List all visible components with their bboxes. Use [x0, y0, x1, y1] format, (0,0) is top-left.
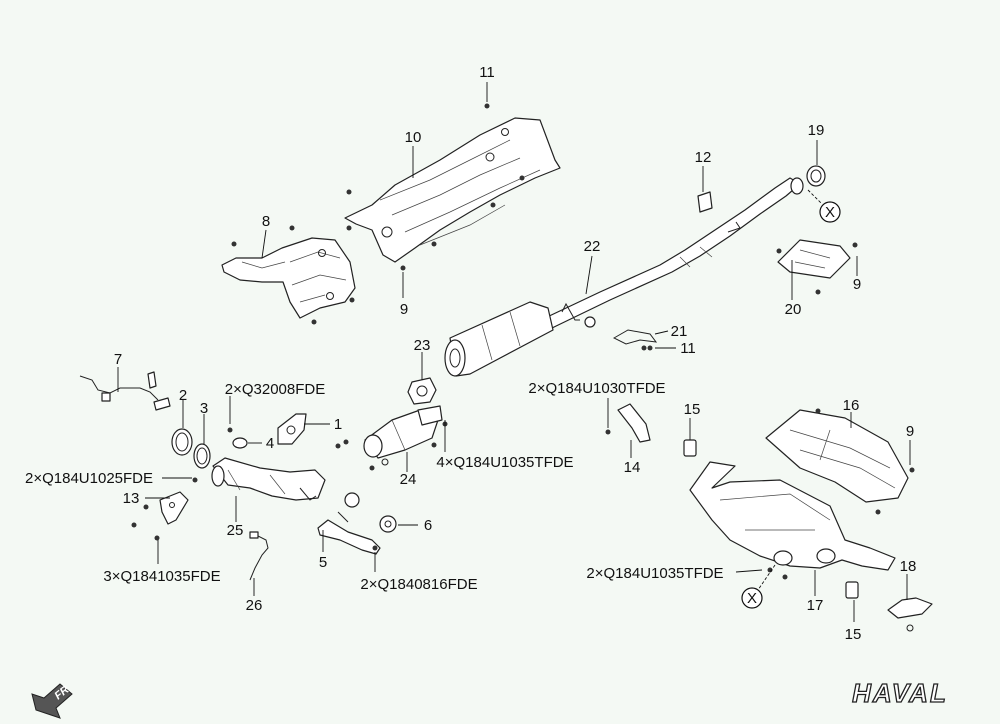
callout-11-right: 11 [680, 340, 696, 357]
bracket-21 [612, 329, 658, 345]
gasket-23 [407, 377, 437, 405]
gasket-3 [193, 443, 211, 469]
callout-16: 16 [843, 397, 860, 414]
gasket-19 [806, 165, 826, 187]
callout-13: 13 [123, 490, 140, 507]
fastener-codes: 2×Q32008FDE 2×Q184U1030TFDE 4×Q184U1035T… [25, 380, 724, 593]
bracket-18 [887, 597, 933, 632]
code-q184u1035tfde-rear: 2×Q184U1035TFDE [586, 565, 723, 582]
bracket-14 [617, 403, 651, 443]
connector-x-top: X [807, 189, 841, 223]
callout-12: 12 [695, 149, 712, 166]
front-pipe [211, 457, 326, 501]
bracket-13 [159, 491, 189, 525]
code-q184u1035tfde-center: 4×Q184U1035TFDE [436, 454, 573, 471]
callout-9-left: 9 [400, 301, 408, 318]
oxygen-sensor-7 [79, 371, 171, 411]
callout-labels: 11 10 8 9 19 12 22 9 20 21 11 23 7 2 3 1… [114, 64, 917, 643]
heat-shield-20 [777, 239, 851, 279]
callout-7: 7 [114, 351, 122, 368]
insulator-15-lower [845, 581, 859, 599]
connector-x-bottom: X [741, 564, 776, 609]
insulator-15-upper [683, 439, 697, 457]
callout-9-right: 9 [853, 276, 861, 293]
code-q32008fde: 2×Q32008FDE [225, 381, 325, 398]
hanger-bracket-5 [317, 511, 381, 555]
callout-8: 8 [262, 213, 270, 230]
callout-9-rear: 9 [906, 423, 914, 440]
callout-2: 2 [179, 387, 187, 404]
heat-shield-16 [765, 409, 909, 503]
code-q184u1025fde: 2×Q184U1025FDE [25, 470, 153, 487]
code-q1841035fde: 3×Q1841035FDE [103, 568, 220, 585]
rear-muffler [689, 461, 896, 571]
callout-5: 5 [319, 554, 327, 571]
brand-logo-text: HAVAL [852, 678, 948, 708]
insulator-6 [379, 515, 397, 533]
callout-14: 14 [624, 459, 641, 476]
callout-15-top: 15 [684, 401, 701, 418]
heat-shield-upper [344, 117, 561, 263]
oxygen-sensor-26 [249, 531, 269, 581]
main-exhaust-pipe [444, 177, 804, 377]
code-q184u1030tfde: 2×Q184U1030TFDE [528, 380, 665, 397]
fasteners [131, 103, 915, 580]
code-q1840816fde: 2×Q1840816FDE [360, 576, 477, 593]
callout-11-top: 11 [479, 64, 495, 81]
heat-shield-left [221, 237, 356, 319]
callout-20: 20 [785, 301, 802, 318]
bracket-1 [277, 413, 307, 445]
front-direction-arrow-icon: FR [31, 683, 73, 719]
gasket-4 [232, 437, 248, 449]
callout-6: 6 [424, 517, 432, 534]
callout-25: 25 [227, 522, 244, 539]
rubber-hanger-center [344, 492, 360, 508]
connector-x-top-label: X [825, 204, 835, 221]
callout-15-bottom: 15 [845, 626, 862, 643]
catalytic-converter [363, 405, 443, 466]
rubber-hanger-12 [697, 191, 713, 213]
callout-17: 17 [807, 597, 824, 614]
callout-19: 19 [808, 122, 825, 139]
leader-lines [117, 82, 911, 622]
callout-1: 1 [334, 416, 342, 433]
callout-21: 21 [671, 323, 688, 340]
callout-23: 23 [414, 337, 431, 354]
connector-x-bottom-label: X [747, 590, 757, 607]
brand-logo: HAVAL [851, 677, 948, 708]
callout-22: 22 [584, 238, 601, 255]
callout-4: 4 [266, 435, 274, 452]
callout-10: 10 [405, 129, 422, 146]
clamp-2 [171, 428, 193, 456]
callout-3: 3 [200, 400, 208, 417]
callout-18: 18 [900, 558, 917, 575]
callout-24: 24 [400, 471, 417, 488]
callout-26: 26 [246, 597, 263, 614]
